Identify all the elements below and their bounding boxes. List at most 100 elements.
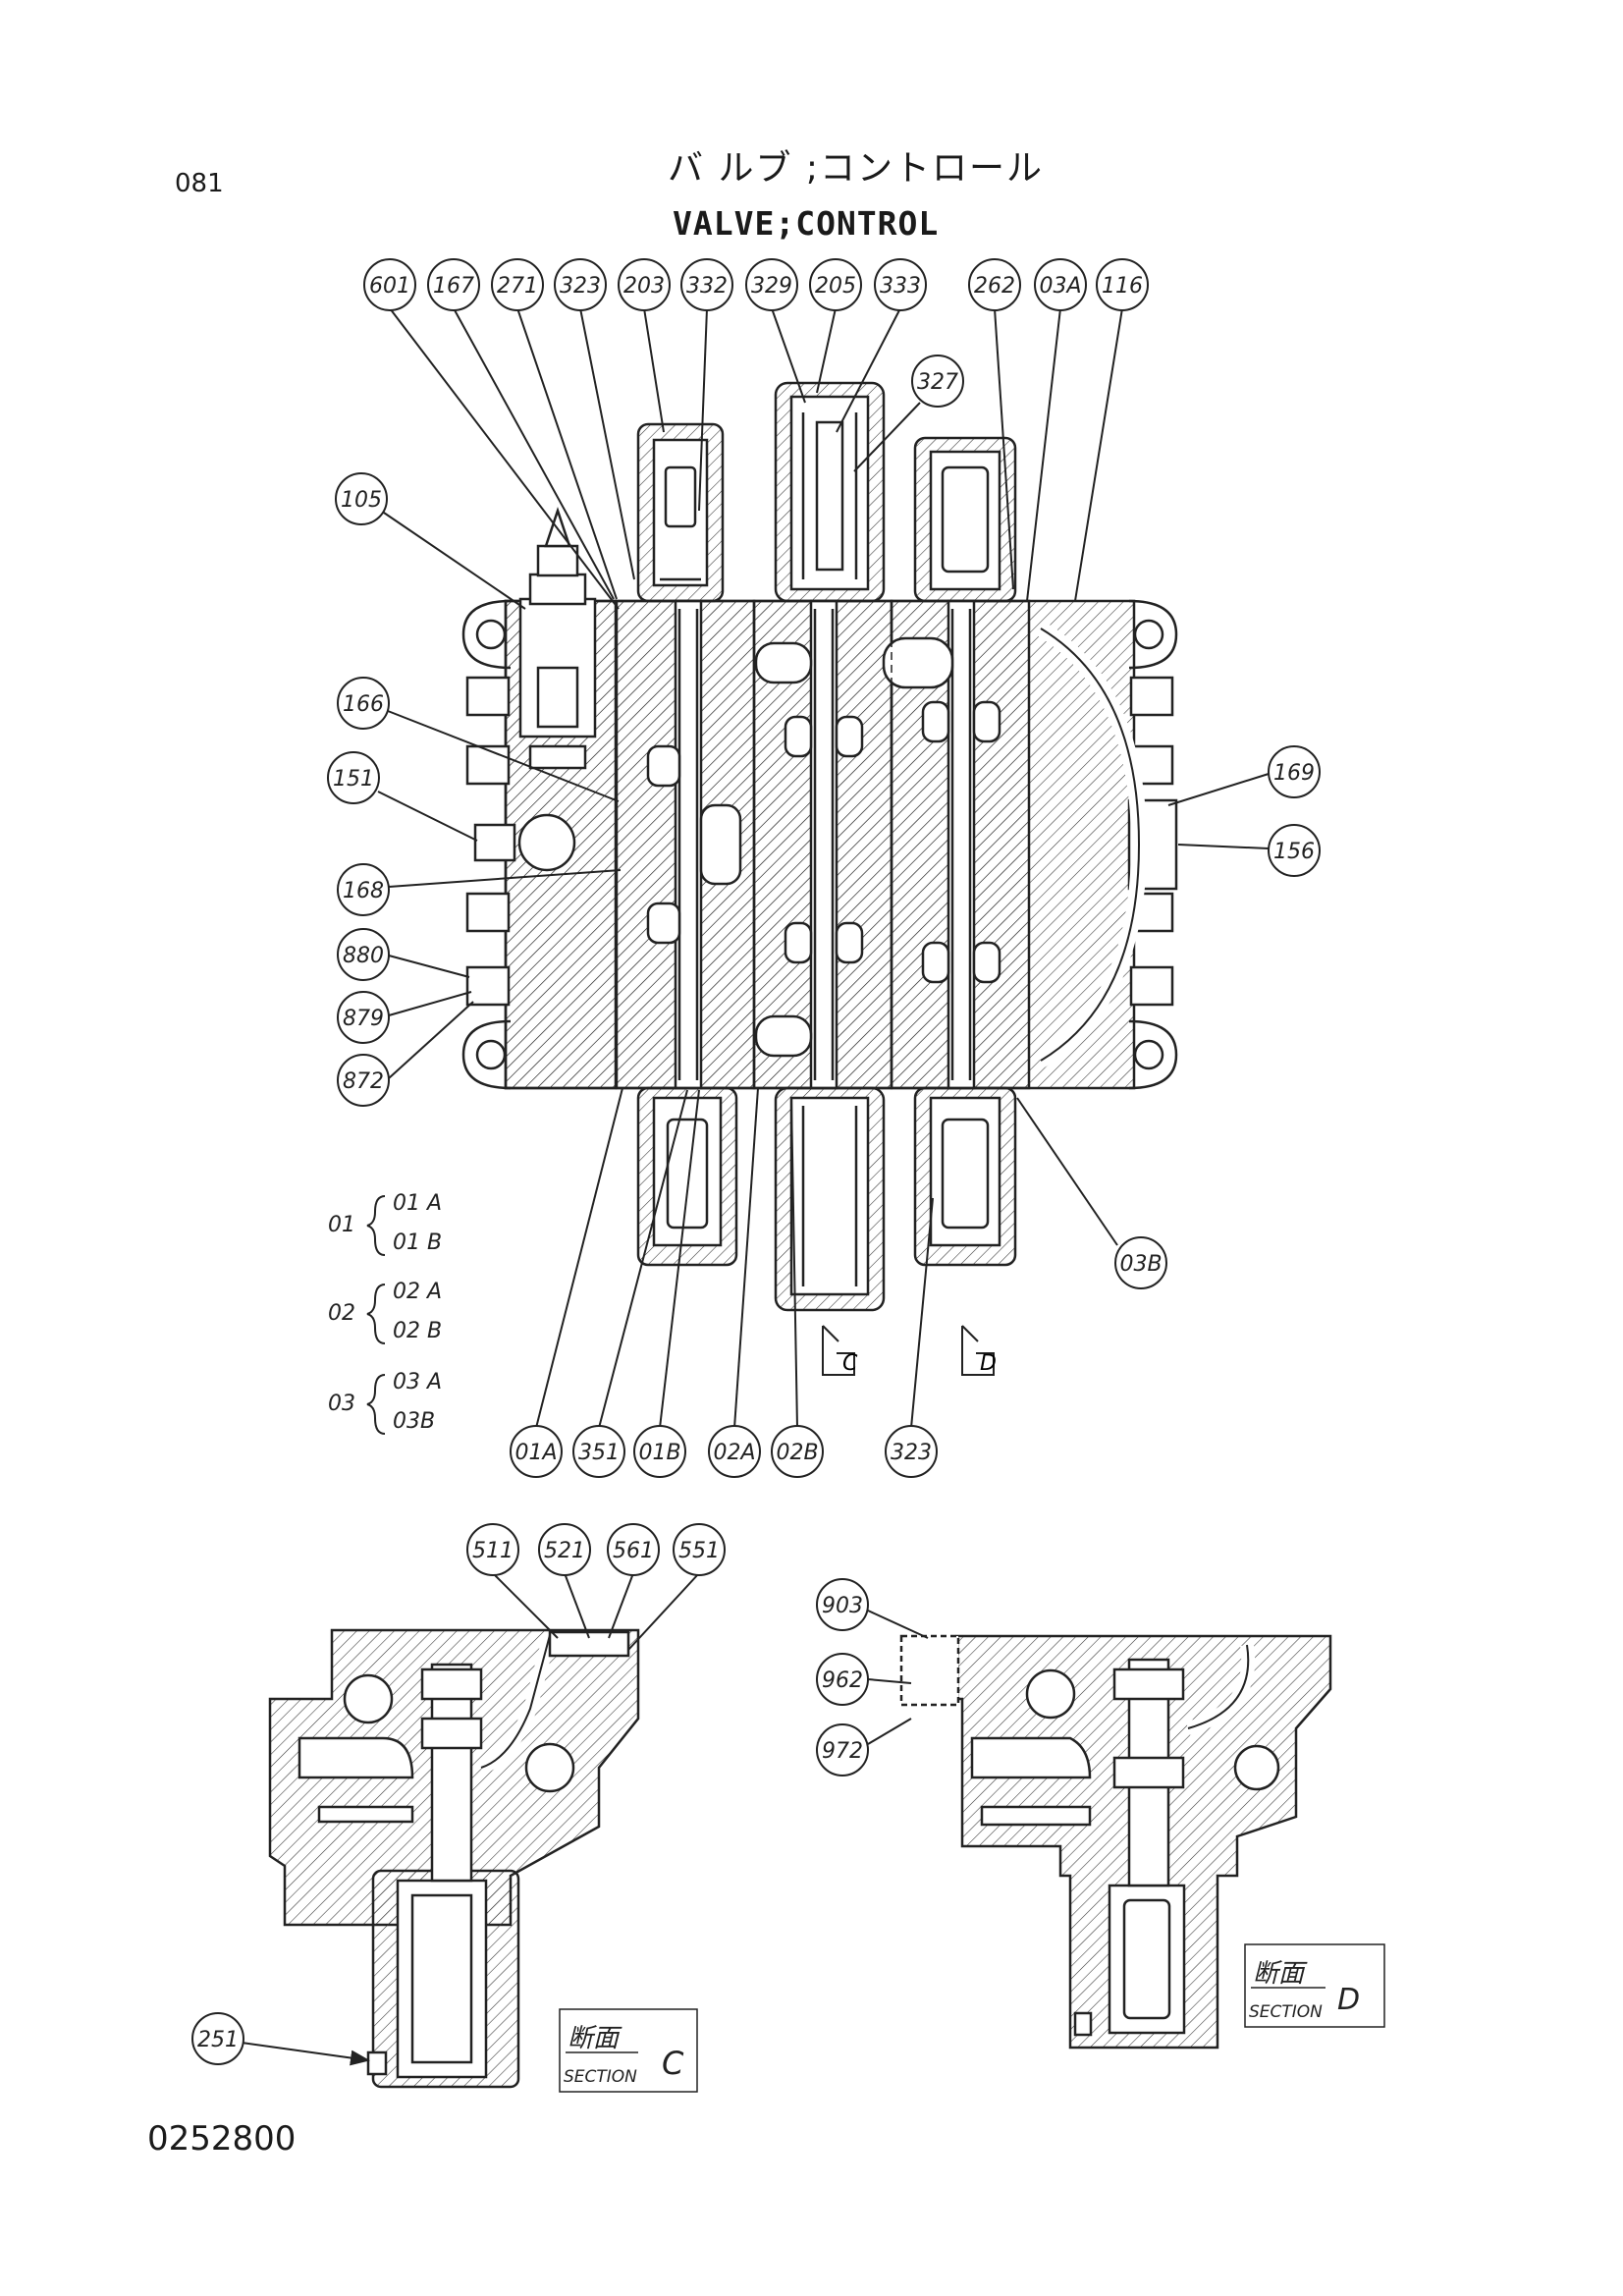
main-valve-section [461, 381, 1178, 1312]
svg-text:561: 561 [613, 1539, 654, 1563]
svg-text:879: 879 [343, 1007, 384, 1031]
group-02: 02 02 A 02 B [328, 1280, 442, 1344]
svg-text:167: 167 [433, 274, 474, 299]
callout-323-bottom: 323 [885, 1197, 938, 1478]
callout-972: 972 [816, 1718, 912, 1777]
callout-166: 166 [337, 677, 620, 802]
svg-text:169: 169 [1273, 761, 1315, 786]
callout-01a: 01A [510, 1087, 623, 1478]
svg-text:156: 156 [1273, 840, 1315, 864]
svg-text:872: 872 [343, 1069, 384, 1094]
svg-text:03 A: 03 A [393, 1370, 442, 1394]
svg-text:D: D [1337, 1983, 1360, 2017]
svg-text:880: 880 [343, 944, 384, 968]
section-d-drawing [899, 1634, 1332, 2050]
svg-text:C: C [662, 2045, 684, 2082]
left-upper-ear [461, 599, 512, 670]
title-japanese: バ ルブ ;コントロール [668, 148, 1045, 189]
svg-text:断面: 断面 [568, 2024, 622, 2053]
svg-text:601: 601 [369, 274, 410, 299]
spring-cap-bottom-1 [636, 1086, 738, 1267]
svg-text:02B: 02B [776, 1441, 818, 1465]
callout-551: 551 [627, 1523, 726, 1651]
callout-511: 511 [466, 1523, 559, 1639]
callout-03b: 03B [1016, 1097, 1167, 1289]
callout-872: 872 [337, 1001, 474, 1107]
callout-880: 880 [337, 928, 470, 981]
svg-text:205: 205 [815, 274, 856, 299]
svg-text:521: 521 [544, 1539, 585, 1563]
svg-text:03B: 03B [1119, 1252, 1162, 1277]
svg-text:01B: 01B [638, 1441, 680, 1465]
callout-168: 168 [337, 863, 622, 916]
section-c-drawing [268, 1628, 640, 2089]
svg-text:168: 168 [343, 879, 384, 903]
section-cut-markers [822, 1325, 995, 1376]
svg-text:03: 03 [328, 1392, 355, 1416]
spring-cap-top-3 [913, 436, 1017, 603]
page-number: 081 [175, 169, 224, 198]
group-01: 01 01 A 01 B [328, 1191, 442, 1256]
svg-text:351: 351 [578, 1441, 620, 1465]
callout-02a: 02A [708, 1087, 761, 1478]
callout-205: 205 [809, 258, 862, 394]
callout-262: 262 [968, 258, 1021, 590]
svg-text:116: 116 [1102, 274, 1143, 299]
svg-text:323: 323 [560, 274, 601, 299]
callout-01b: 01B [633, 1089, 700, 1478]
callout-271: 271 [491, 258, 618, 600]
svg-text:151: 151 [333, 767, 374, 792]
svg-text:327: 327 [917, 370, 958, 395]
section-c-label: 断面 SECTION C [559, 2008, 698, 2093]
spring-cap-bottom-2 [774, 1086, 886, 1312]
svg-text:271: 271 [497, 274, 538, 299]
callout-105: 105 [335, 472, 526, 610]
callout-02b: 02B [771, 1099, 824, 1478]
spool-section-2 [752, 599, 893, 1090]
svg-text:962: 962 [822, 1668, 863, 1693]
title-english: VALVE;CONTROL [673, 204, 940, 243]
svg-text:332: 332 [686, 274, 728, 299]
svg-text:SECTION: SECTION [564, 2067, 637, 2087]
spring-cap-bottom-3 [913, 1086, 1017, 1267]
section-d-marker: D [980, 1351, 997, 1376]
spring-cap-top-1 [636, 422, 725, 603]
section-d-label: 断面 SECTION D [1244, 1943, 1385, 2028]
svg-text:903: 903 [822, 1594, 863, 1618]
svg-text:断面: 断面 [1253, 1959, 1308, 1989]
svg-text:262: 262 [974, 274, 1015, 299]
callout-332: 332 [680, 258, 733, 512]
spring-cap-top-2 [774, 381, 886, 603]
right-lower-ear [1128, 1019, 1178, 1090]
svg-text:02 A: 02 A [393, 1280, 442, 1304]
svg-text:166: 166 [343, 692, 384, 717]
svg-text:203: 203 [623, 274, 665, 299]
svg-text:03A: 03A [1039, 274, 1081, 299]
svg-text:02: 02 [328, 1301, 355, 1326]
callout-151: 151 [327, 751, 478, 842]
spool-section-3 [882, 599, 1031, 1090]
svg-text:329: 329 [751, 274, 792, 299]
callout-327: 327 [853, 355, 964, 472]
callout-601: 601 [363, 258, 620, 610]
svg-text:02A: 02A [713, 1441, 755, 1465]
svg-text:01: 01 [328, 1213, 355, 1237]
callout-333: 333 [836, 258, 927, 433]
svg-text:01A: 01A [514, 1441, 557, 1465]
svg-text:323: 323 [891, 1441, 932, 1465]
callout-351: 351 [572, 1089, 688, 1478]
svg-text:333: 333 [880, 274, 921, 299]
callout-251: 251 [191, 2012, 370, 2066]
section-c-marker: C [842, 1351, 858, 1376]
callout-323-top: 323 [554, 258, 635, 580]
svg-text:02 B: 02 B [393, 1319, 442, 1343]
callout-03a: 03A [1026, 258, 1087, 602]
port-plug [517, 813, 576, 872]
svg-text:SECTION: SECTION [1249, 2002, 1323, 2022]
svg-text:511: 511 [472, 1539, 514, 1563]
left-lower-ear [461, 1019, 512, 1090]
callout-329: 329 [745, 258, 806, 404]
drawing-number: 0252800 [147, 2119, 297, 2159]
svg-text:03B: 03B [393, 1409, 435, 1434]
